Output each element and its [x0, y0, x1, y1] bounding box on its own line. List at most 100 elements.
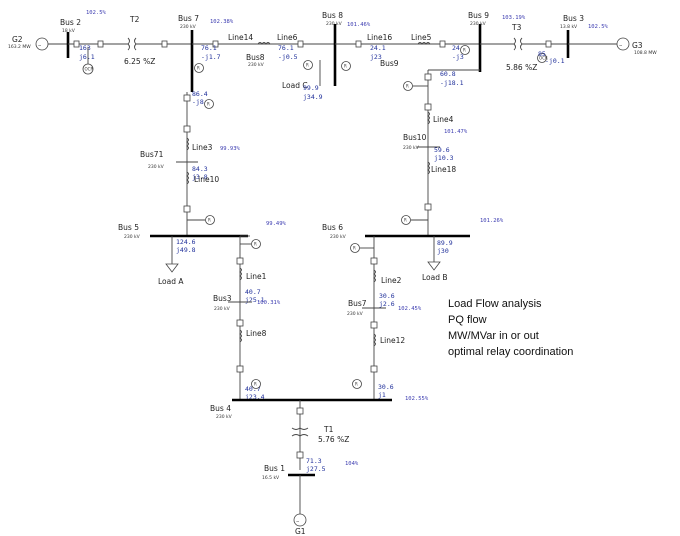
breaker[interactable]	[296, 451, 304, 459]
breaker[interactable]	[73, 40, 80, 48]
bus9-pct: 103.19%	[502, 15, 526, 21]
svg-text:R: R	[344, 64, 347, 69]
relay[interactable]: R	[403, 81, 413, 91]
bus71-pct: 99.93%	[220, 146, 241, 152]
bus3b-name: Bus3	[213, 294, 232, 303]
transformer-t3[interactable]	[510, 37, 528, 51]
breaker[interactable]	[439, 40, 446, 48]
breaker[interactable]	[424, 103, 432, 111]
breaker[interactable]	[370, 365, 378, 373]
relay[interactable]: R	[204, 99, 214, 109]
svg-text:R: R	[404, 218, 407, 223]
breaker[interactable]	[236, 257, 244, 265]
line18-label: Line18	[431, 165, 456, 174]
note-line-3: MW/MVar in or out	[448, 330, 539, 342]
g2-mw: 163.2 MW	[8, 44, 31, 50]
load-a-label: Load A	[158, 277, 184, 286]
ocr-relay[interactable]: OCR	[537, 53, 548, 63]
relay[interactable]: R	[194, 63, 204, 73]
bus8-inline-label: Bus8	[246, 53, 265, 62]
flow-b71-p: 84.3	[192, 165, 208, 173]
svg-text:OCR: OCR	[85, 67, 94, 72]
bus8-kv: 230 kV	[326, 21, 343, 27]
transformer-t2[interactable]	[120, 37, 142, 51]
bus1-name: Bus 1	[264, 464, 285, 473]
line4-label: Line4	[433, 115, 454, 124]
breaker[interactable]	[161, 40, 168, 48]
breaker[interactable]	[424, 73, 432, 81]
bus5-name: Bus 5	[118, 223, 139, 232]
bus3-pct: 102.5%	[588, 24, 609, 30]
bus9-inline-label: Bus9	[380, 59, 399, 68]
generator-g2[interactable]: ~	[35, 37, 49, 51]
svg-text:R: R	[353, 246, 356, 251]
bus10-name: Bus10	[403, 133, 427, 142]
breaker[interactable]	[297, 40, 304, 48]
breaker[interactable]	[424, 203, 432, 211]
breaker[interactable]	[370, 257, 378, 265]
flow-b10-q: j10.3	[434, 154, 454, 162]
breaker[interactable]	[183, 94, 191, 102]
flow-g1-p: 71.3	[306, 457, 322, 465]
svg-text:R: R	[254, 242, 257, 247]
breaker[interactable]	[296, 407, 304, 415]
breaker[interactable]	[183, 125, 191, 133]
bus6-pct: 101.26%	[480, 218, 504, 224]
svg-text:R: R	[207, 102, 210, 107]
bus71-name: Bus71	[140, 150, 164, 159]
svg-text:R: R	[197, 66, 200, 71]
flow-b7-p: 76.1	[201, 44, 217, 52]
bus4-pct: 102.55%	[405, 396, 429, 402]
breaker[interactable]	[236, 319, 244, 327]
flow-b4a-q: j23.4	[245, 393, 265, 401]
breaker[interactable]	[212, 40, 219, 48]
generator-g1[interactable]: ~	[293, 513, 307, 527]
bus10-kv: 230 kV	[403, 145, 420, 151]
breaker[interactable]	[370, 321, 378, 329]
bus10-pct: 101.47%	[444, 129, 468, 135]
transformer-t1[interactable]	[291, 427, 309, 437]
relay[interactable]: R	[401, 215, 411, 225]
flow-l2-p: 30.6	[379, 292, 395, 300]
breaker[interactable]	[236, 365, 244, 373]
svg-text:R: R	[355, 382, 358, 387]
line6-label: Line6	[277, 33, 298, 42]
load-b-arrow[interactable]	[427, 261, 441, 271]
flow-b7d-q: -j8	[192, 98, 204, 106]
line10-label: Line10	[194, 175, 219, 184]
flow-b7d-p: 86.4	[192, 90, 208, 98]
bus6-name: Bus 6	[322, 223, 343, 232]
load-a-arrow[interactable]	[165, 263, 179, 273]
generator-g3[interactable]: ~	[616, 37, 630, 51]
relay[interactable]: R	[341, 61, 351, 71]
bus2-name: Bus 2	[60, 18, 81, 27]
svg-text:~: ~	[38, 43, 41, 48]
breaker[interactable]	[355, 40, 362, 48]
relay[interactable]: R	[350, 243, 360, 253]
flow-b9-q: -j18.1	[440, 79, 464, 87]
breaker[interactable]	[97, 40, 104, 48]
relay[interactable]: R	[251, 239, 261, 249]
breaker[interactable]	[545, 40, 552, 48]
flow-l6-p: 76.1	[278, 44, 294, 52]
relay[interactable]: R	[303, 60, 313, 70]
line5-label: Line5	[411, 33, 432, 42]
bus1-kv: 16.5 kV	[262, 475, 280, 481]
relay[interactable]: R	[251, 379, 261, 389]
breaker[interactable]	[183, 205, 191, 213]
note-line-4: optimal relay coordination	[448, 346, 573, 358]
flow-la-p: 124.6	[176, 238, 196, 246]
flow-l1-q: j25.1	[245, 296, 265, 304]
relay[interactable]: R	[352, 379, 362, 389]
flow-l5-p: 24.2	[452, 44, 468, 52]
relay[interactable]: R	[205, 215, 215, 225]
bus4-kv: 230 kV	[216, 414, 233, 420]
flow-l5-q: -j3	[452, 53, 464, 61]
ocr-relay[interactable]: OCR	[82, 63, 94, 75]
bus1-pct: 104%	[345, 461, 359, 467]
flow-l16-q: j23	[370, 53, 382, 61]
relay[interactable]: R	[460, 45, 470, 55]
bus71-kv: 230 kV	[148, 164, 165, 170]
bus8-inline-kv: 230 kV	[248, 62, 265, 68]
